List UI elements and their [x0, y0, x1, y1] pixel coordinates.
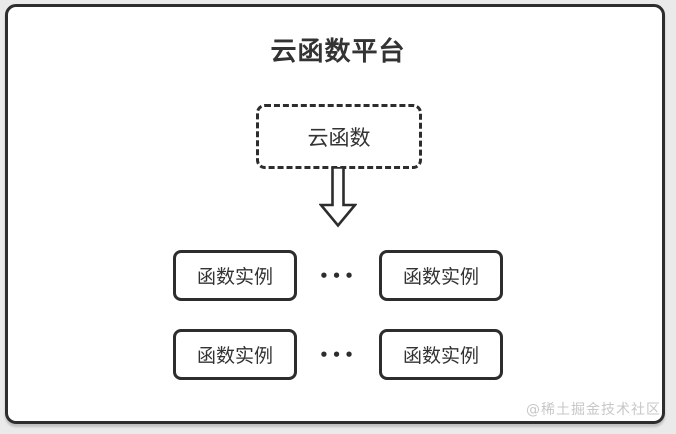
function-instance-label: 函数实例 [402, 345, 479, 367]
diagram-title: 云函数平台 [270, 37, 406, 67]
function-instance-node: 函数实例 [173, 250, 297, 301]
cloud-function-node: 云函数 [256, 104, 422, 169]
function-instance-label: 函数实例 [196, 266, 273, 288]
ellipsis-dots: ••• [319, 346, 357, 364]
function-instance-node: 函数实例 [173, 329, 297, 380]
function-instance-node: 函数实例 [379, 250, 503, 301]
function-instance-label: 函数实例 [402, 266, 479, 288]
ellipsis-dots: ••• [319, 267, 357, 285]
function-instance-label: 函数实例 [196, 345, 273, 367]
function-instance-node: 函数实例 [379, 329, 503, 380]
watermark: @稀土掘金技术社区 [526, 402, 661, 418]
down-arrow-icon [319, 167, 357, 228]
cloud-function-label: 云函数 [307, 125, 371, 150]
